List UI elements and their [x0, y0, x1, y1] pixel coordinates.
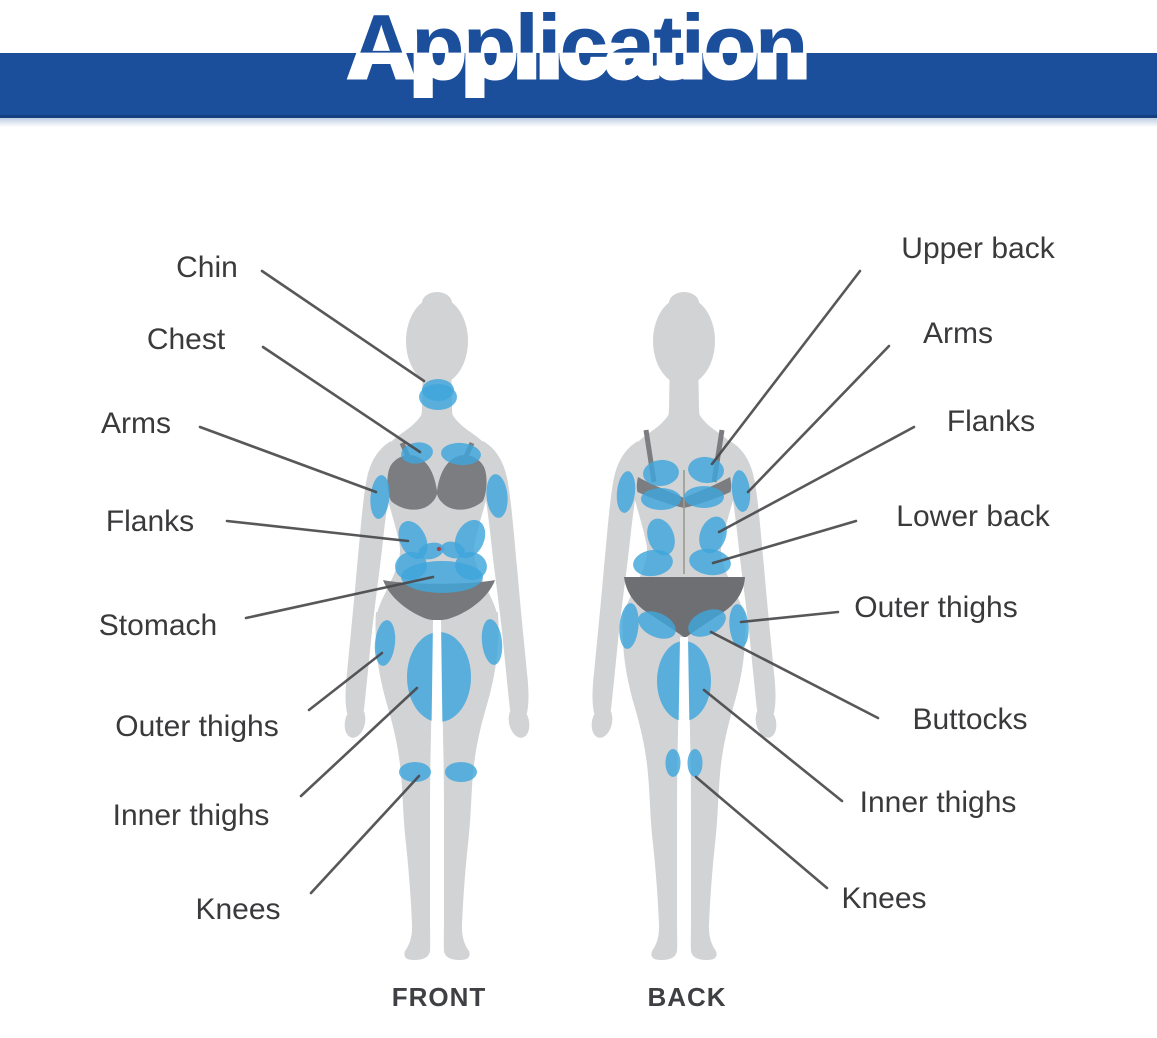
back-flank-area-right — [699, 516, 727, 554]
header-banner — [0, 53, 1157, 127]
label-outer-thighs-right: Outer thighs — [854, 591, 1017, 624]
label-upper-back: Upper back — [901, 232, 1055, 265]
leader-line-flanks-right — [717, 425, 916, 534]
label-arms-left: Arms — [101, 407, 171, 440]
back-buttock-area-left — [638, 611, 676, 639]
label-arms-right: Arms — [923, 317, 993, 350]
label-inner-thighs-right: Inner thighs — [860, 786, 1017, 819]
back-treatment-areas — [616, 456, 751, 777]
back-knee-area-left — [665, 749, 681, 777]
leader-line-outer-thighs-left — [307, 651, 384, 712]
front-stomach-area-upper-left — [418, 542, 444, 560]
label-stomach: Stomach — [99, 609, 217, 642]
front-outer-thigh-area-right — [481, 619, 503, 665]
leader-line-arms-left — [198, 425, 378, 494]
front-leg-gap — [431, 620, 443, 732]
back-upper-back-area-left — [643, 459, 679, 487]
front-knee-area-right — [445, 762, 477, 782]
leader-line-outer-thighs-right — [739, 610, 840, 624]
back-bikini-bottom — [624, 577, 745, 638]
label-inner-thighs-left: Inner thighs — [113, 799, 270, 832]
leader-line-upper-back — [710, 269, 862, 466]
label-lower-back: Lower back — [896, 500, 1050, 533]
front-stomach-area-lower — [401, 561, 483, 593]
front-arm-area-left — [370, 475, 390, 519]
leader-line-chest — [261, 345, 422, 454]
back-lower-back-area-left — [633, 549, 673, 577]
back-outer-thigh-area-right — [729, 604, 749, 648]
leader-line-knees-right — [694, 775, 829, 890]
label-knees-left: Knees — [195, 893, 280, 926]
back-mid-back-area-right — [684, 486, 724, 508]
back-buttock-area-right — [688, 609, 726, 637]
leader-line-buttocks — [709, 630, 880, 720]
back-figure-silhouette — [588, 292, 780, 960]
back-caption: BACK — [647, 982, 726, 1012]
front-bikini-bottom — [383, 580, 495, 621]
back-lower-back-area-right — [689, 548, 731, 576]
label-outer-thighs-left: Outer thighs — [115, 710, 278, 743]
leader-line-lower-back — [711, 519, 858, 565]
label-chest: Chest — [147, 323, 226, 356]
label-flanks-right: Flanks — [947, 405, 1035, 438]
leader-line-stomach — [244, 575, 435, 620]
leader-line-flanks-left — [225, 519, 410, 543]
back-flank-area-left — [647, 518, 675, 556]
label-chin: Chin — [176, 251, 238, 284]
leader-line-inner-thighs-left — [299, 686, 419, 798]
front-figure-silhouette — [341, 292, 533, 960]
front-knee-area-left — [399, 762, 431, 782]
back-outer-thigh-area-left — [619, 603, 639, 649]
navel-dot — [436, 546, 442, 552]
back-mid-back-area-left — [641, 488, 681, 510]
leader-line-knees-left — [309, 774, 421, 895]
back-knee-area-right — [687, 749, 703, 777]
front-chin-area — [422, 379, 454, 401]
label-knees-right: Knees — [841, 882, 926, 915]
page-title: Application — [349, 0, 806, 95]
label-flanks-left: Flanks — [106, 505, 194, 538]
front-stomach-area-upper-right — [441, 541, 465, 559]
area-labels: Chin Chest Arms Flanks Stomach Outer thi… — [99, 232, 1056, 926]
back-arm-area-left — [616, 471, 636, 513]
leader-line-arms-right — [746, 344, 891, 494]
front-caption: FRONT — [392, 982, 487, 1012]
leader-lines — [198, 269, 916, 895]
label-buttocks: Buttocks — [912, 703, 1027, 736]
back-upper-back-area-right — [688, 456, 724, 484]
front-chest-area-left — [401, 442, 433, 464]
back-arm-area-right — [731, 470, 751, 512]
back-leg-gap — [678, 637, 690, 732]
front-chest-area-right — [441, 442, 481, 466]
leader-line-chin — [260, 269, 426, 383]
leader-line-inner-thighs-right — [702, 688, 844, 803]
front-arm-area-right — [486, 474, 508, 518]
front-treatment-areas — [370, 379, 508, 782]
